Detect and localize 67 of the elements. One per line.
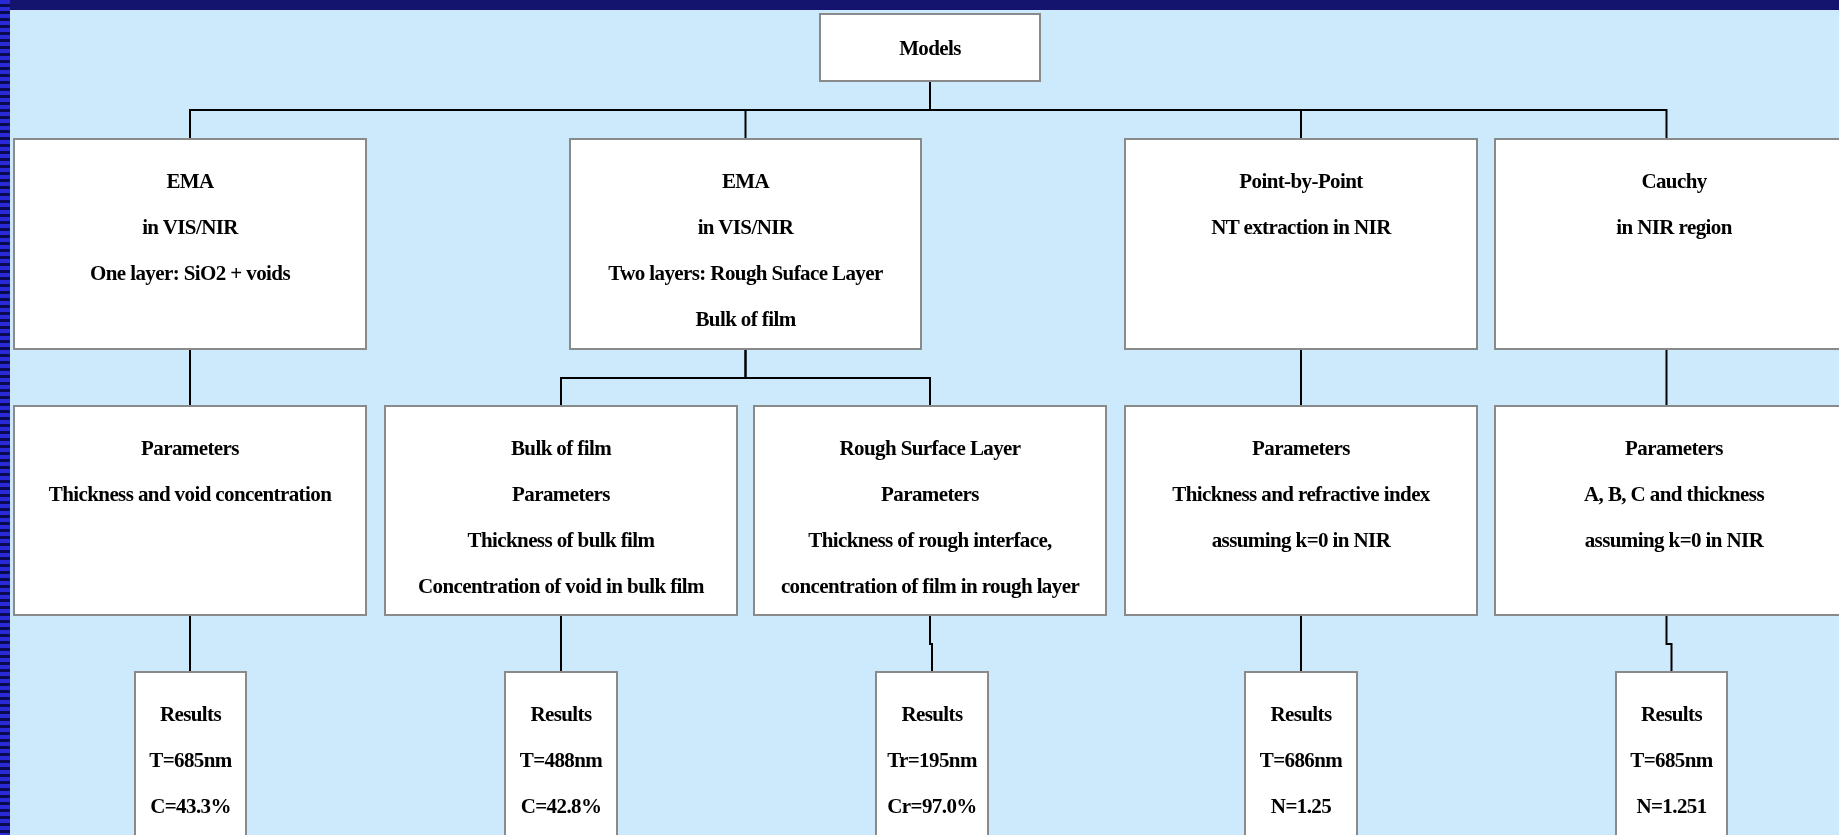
- results-box: [504, 671, 618, 835]
- box-text: Bulk of film: [695, 306, 796, 333]
- box-text: Parameters: [1625, 435, 1723, 462]
- box-text: Parameters: [141, 435, 239, 462]
- results-box: [1244, 671, 1358, 835]
- box-text: Results: [1640, 701, 1703, 728]
- model-box: [569, 138, 922, 350]
- box-text: Tr=195nm: [887, 747, 977, 774]
- connector-line: [1665, 615, 1673, 672]
- box-text: Concentration of void in bulk film: [418, 573, 704, 600]
- box-text: Results: [159, 701, 222, 728]
- model-box: [753, 405, 1107, 616]
- box-text: T=686nm: [1259, 747, 1343, 774]
- box-text: C=42.8%: [520, 793, 602, 820]
- model-box: [1124, 405, 1478, 616]
- box-text: T=488nm: [519, 747, 603, 774]
- box-text: One layer: SiO2 + voids: [90, 260, 290, 287]
- model-box: [1494, 138, 1839, 350]
- box-text: Models: [899, 34, 961, 62]
- box-text: NT extraction in NIR: [1211, 214, 1391, 241]
- box-text: Parameters: [512, 481, 610, 508]
- box-text: N=1.251: [1636, 793, 1707, 820]
- connector-line: [189, 349, 191, 406]
- box-text: Results: [530, 701, 592, 728]
- root-box: [819, 13, 1041, 82]
- connector-line: [1665, 349, 1668, 406]
- connector-line: [744, 349, 931, 406]
- box-text: assuming k=0 in NIR: [1584, 527, 1764, 554]
- box-text: Bulk of film: [510, 435, 612, 462]
- box-text: C=43.3%: [150, 793, 231, 820]
- box-text: EMA: [166, 168, 214, 195]
- box-text: Rough Surface Layer: [839, 435, 1021, 462]
- model-box: [384, 405, 738, 616]
- model-box: [1494, 405, 1839, 616]
- box-text: T=685nm: [1630, 747, 1713, 774]
- box-text: T=685nm: [149, 747, 232, 774]
- box-text: N=1.25: [1270, 793, 1332, 820]
- box-text: Parameters: [881, 481, 979, 508]
- box-text: Results: [1270, 701, 1332, 728]
- box-text: Results: [901, 701, 963, 728]
- box-text: Cr=97.0%: [887, 793, 977, 820]
- connector-line: [189, 615, 191, 672]
- box-text: in VIS/NIR: [697, 214, 794, 241]
- box-text: in VIS/NIR: [142, 214, 238, 241]
- connector-line: [560, 615, 562, 672]
- results-box: [1615, 671, 1728, 835]
- box-text: Two layers: Rough Suface Layer: [608, 260, 883, 287]
- connector-line: [1300, 615, 1302, 672]
- box-text: Thickness and refractive index: [1172, 481, 1430, 508]
- box-text: Point-by-Point: [1239, 168, 1363, 195]
- connector-line: [929, 615, 933, 672]
- box-text: Thickness of bulk film: [467, 527, 655, 554]
- box-text: concentration of film in rough layer: [780, 573, 1080, 600]
- box-text: Thickness and void concentration: [48, 481, 332, 508]
- model-box: [13, 405, 367, 616]
- box-text: Parameters: [1252, 435, 1350, 462]
- box-text: assuming k=0 in NIR: [1211, 527, 1391, 554]
- box-text: Cauchy: [1641, 168, 1707, 195]
- box-text: Thickness of rough interface,: [808, 527, 1052, 554]
- results-box: [134, 671, 247, 835]
- model-box: [1124, 138, 1478, 350]
- connector-line: [1300, 349, 1302, 406]
- box-text: A, B, C and thickness: [1584, 481, 1764, 508]
- results-box: [875, 671, 989, 835]
- box-text: EMA: [721, 168, 770, 195]
- box-text: in NIR region: [1616, 214, 1732, 241]
- model-box: [13, 138, 367, 350]
